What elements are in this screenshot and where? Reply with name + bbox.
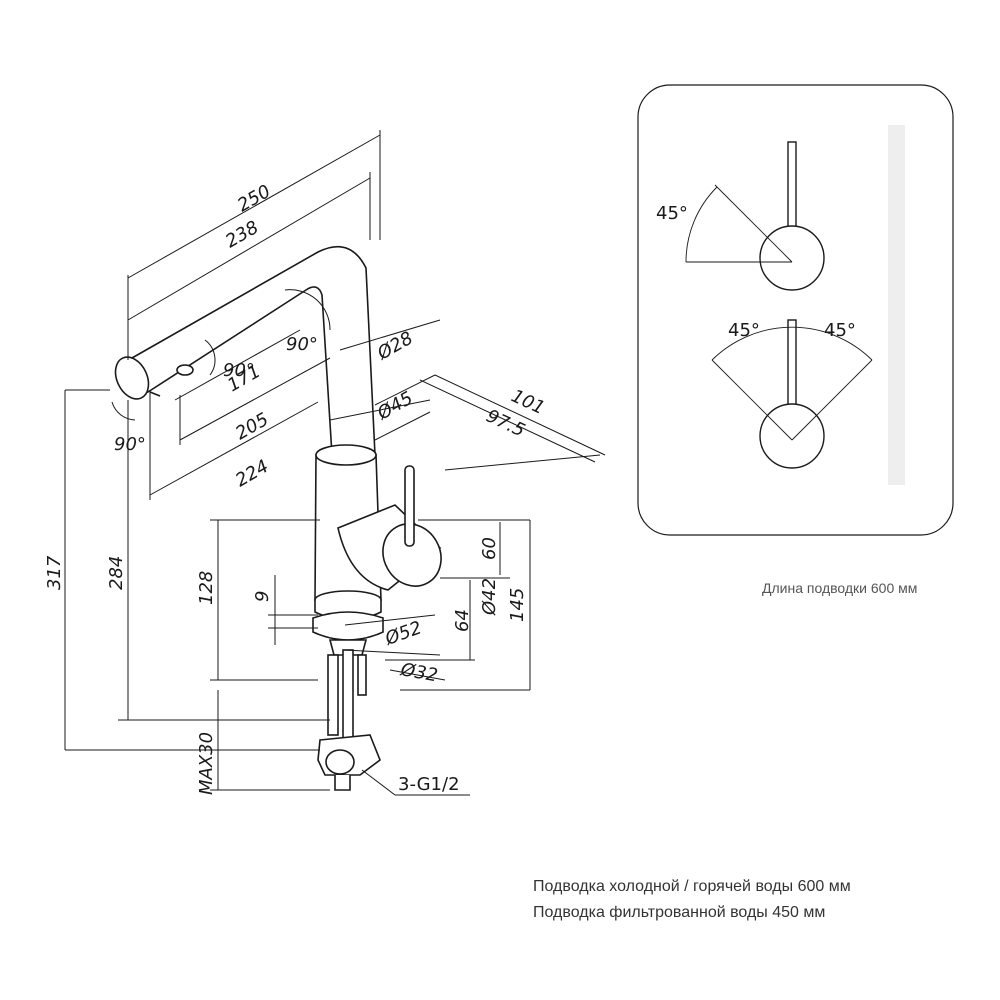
lever-operation-panel: 45° 45° 45°: [637, 84, 954, 536]
supply-hose-2: [342, 649, 354, 741]
dim-101: 101: [508, 385, 548, 419]
dim-284: 284: [106, 556, 127, 590]
dim-60: 60: [479, 537, 500, 560]
dim-9: 9: [252, 591, 273, 602]
filtered-supply-note: Подводка фильтрованной воды 450 мм: [533, 904, 826, 921]
dim-d32: Ø32: [398, 659, 439, 686]
dim-64: 64: [452, 609, 473, 632]
spout-outlet: [114, 356, 150, 400]
dim-90-top: 90°: [286, 334, 318, 355]
dim-128: 128: [196, 571, 217, 605]
dim-250: 250: [234, 181, 274, 216]
dim-thread: 3-G1/2: [398, 774, 460, 795]
panel-frame: [637, 84, 954, 536]
dim-317: 317: [44, 555, 65, 590]
panel-side-bar: [888, 125, 905, 485]
dim-d45: Ø45: [373, 388, 416, 425]
spout-aerator: [176, 364, 194, 376]
lever-handle: [404, 465, 415, 547]
lever-cap: [382, 523, 442, 587]
faucet: [114, 245, 442, 791]
dim-90-left: 90°: [114, 434, 146, 455]
angle-guides: [685, 184, 873, 441]
handle-circle-bottom: [759, 403, 825, 469]
dim-97-5: 97.5: [483, 405, 528, 441]
handle-circle-top: [759, 225, 825, 291]
base-plate: [312, 611, 384, 641]
angle-top-label: 45°: [656, 203, 688, 224]
dim-max30: MAX30: [196, 732, 217, 795]
cold-hot-supply-note: Подводка холодной / горячей воды 600 мм: [533, 878, 851, 895]
dim-90-mid: 90°: [223, 360, 255, 381]
angle-right-label: 45°: [824, 320, 856, 341]
dim-224: 224: [232, 456, 272, 491]
lever-bottom-view: [787, 319, 797, 411]
angle-left-label: 45°: [728, 320, 760, 341]
dim-d52: Ø52: [382, 617, 425, 650]
dimension-lines: [64, 130, 606, 796]
dim-d42: Ø42: [479, 578, 500, 616]
dim-145: 145: [507, 588, 528, 622]
supply-length-note: Длина подводки 600 мм: [762, 580, 918, 596]
supply-hose-1: [327, 654, 339, 736]
dim-d28: Ø28: [373, 328, 416, 365]
dim-238: 238: [222, 217, 262, 252]
